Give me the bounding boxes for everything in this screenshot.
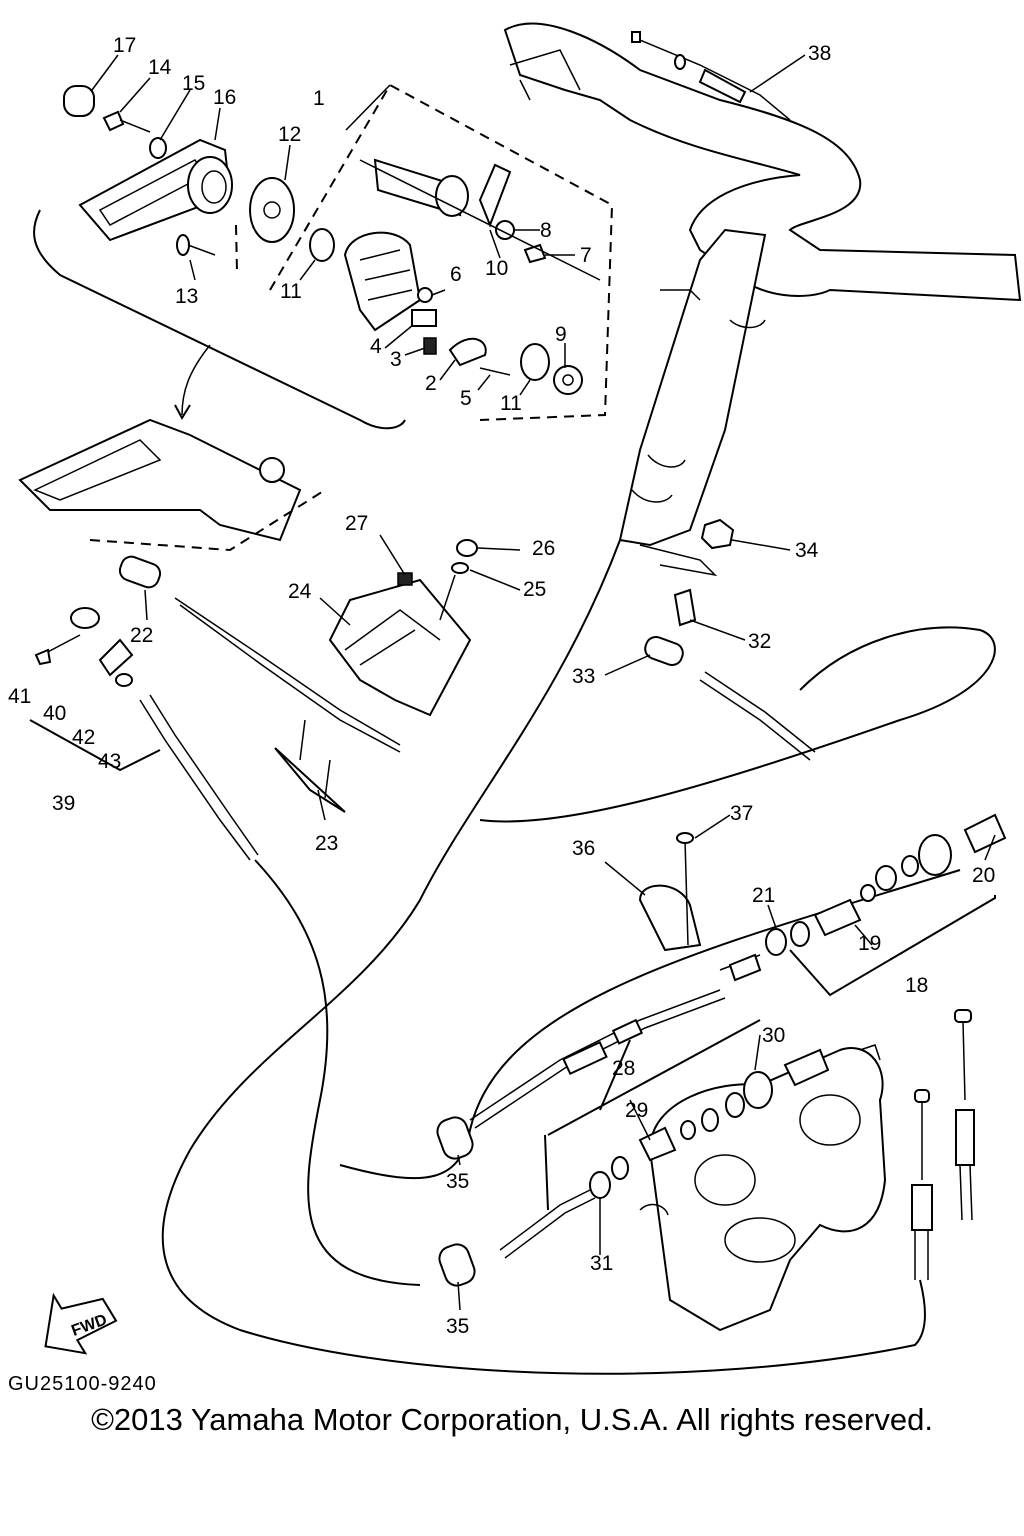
callout-42: 42 — [72, 726, 95, 749]
callout-39: 39 — [52, 792, 75, 815]
callout-21: 21 — [752, 884, 775, 907]
left-fitting-group — [29, 607, 259, 861]
callout-3: 3 — [390, 348, 402, 371]
callout-14: 14 — [148, 56, 172, 79]
assembled-lever-group — [18, 418, 326, 552]
callout-25: 25 — [523, 578, 546, 601]
callout-31: 31 — [590, 1252, 613, 1275]
choke-fitting-group — [644, 518, 816, 761]
callout-11-lower: 11 — [500, 392, 522, 415]
callout-34: 34 — [795, 539, 819, 562]
throttle-cable — [161, 539, 926, 1375]
callout-19: 19 — [858, 932, 881, 955]
callout-33: 33 — [572, 665, 595, 688]
callout-40: 40 — [43, 702, 66, 725]
upper-cable-fittings — [719, 813, 1007, 997]
callout-22: 22 — [130, 624, 153, 647]
handlebar-group — [503, 22, 1022, 577]
cable-clamp-group — [638, 832, 702, 952]
callout-37: 37 — [730, 802, 753, 825]
callout-32: 32 — [748, 630, 771, 653]
callout-28: 28 — [612, 1057, 635, 1080]
callout-7: 7 — [580, 244, 592, 267]
callout-36: 36 — [572, 837, 595, 860]
cable-end-35-upper — [436, 1116, 474, 1160]
fwd-arrow-icon: FWD — [44, 1292, 118, 1355]
callout-20: 20 — [972, 864, 995, 887]
callout-8: 8 — [540, 219, 552, 242]
callout-38: 38 — [808, 42, 831, 65]
callout-30: 30 — [762, 1024, 785, 1047]
callout-12: 12 — [278, 123, 301, 146]
callout-5: 5 — [460, 387, 472, 410]
callout-27: 27 — [345, 512, 368, 535]
throttle-lever-group — [33, 83, 614, 430]
callout-17: 17 — [113, 34, 136, 57]
leader-lines — [91, 54, 996, 1311]
callout-24: 24 — [288, 580, 312, 603]
callout-15: 15 — [182, 72, 205, 95]
copyright-notice: ©2013 Yamaha Motor Corporation, U.S.A. A… — [91, 1402, 933, 1437]
callout-43: 43 — [98, 750, 121, 773]
callout-13: 13 — [175, 285, 198, 308]
callout-18: 18 — [905, 974, 928, 997]
callout-26: 26 — [532, 537, 555, 560]
right-cable-fittings — [911, 1009, 975, 1280]
callout-29: 29 — [625, 1099, 648, 1122]
callout-35-lower: 35 — [446, 1315, 469, 1338]
callout-23: 23 — [315, 832, 338, 855]
callout-2: 2 — [425, 372, 437, 395]
callout-numbers: 17 14 15 16 1 12 13 11 6 10 8 7 4 3 9 2 … — [8, 34, 995, 1338]
cable-bracket-group — [118, 539, 478, 813]
callout-4: 4 — [370, 335, 382, 358]
callout-41: 41 — [8, 685, 31, 708]
callout-10: 10 — [485, 257, 508, 280]
cable-end-35-lower — [438, 1243, 476, 1287]
callout-9: 9 — [555, 323, 567, 346]
callout-35-upper: 35 — [446, 1170, 469, 1193]
callout-6: 6 — [450, 263, 462, 286]
assembly-arrow — [181, 344, 211, 416]
callout-1: 1 — [313, 87, 325, 110]
parts-diagram: FWD — [8, 22, 1022, 1375]
callout-11-upper: 11 — [280, 280, 302, 303]
callout-16: 16 — [213, 86, 236, 109]
drawing-id: GU25100-9240 — [8, 1373, 157, 1395]
